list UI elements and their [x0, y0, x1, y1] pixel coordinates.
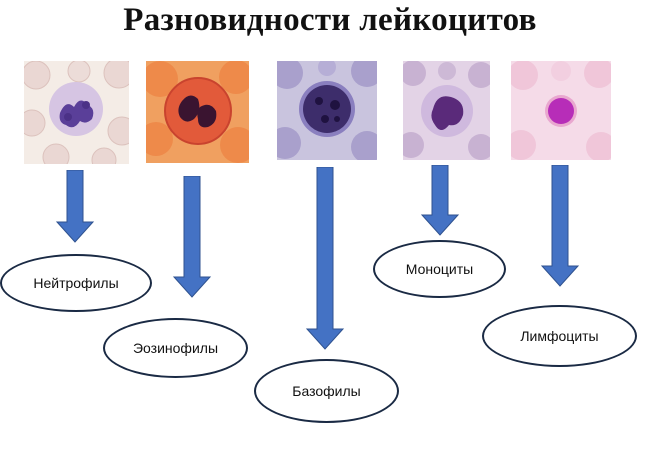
basophil-image: [277, 61, 377, 160]
eosinophil-image: [146, 61, 249, 163]
arrow-down-icon: [55, 170, 95, 243]
arrow-down-icon: [420, 165, 460, 236]
lymphocyte-image: [511, 61, 611, 160]
eosinophils-label: Эозинофилы: [103, 318, 248, 378]
diagram-title: Разновидности лейкоцитов: [123, 2, 537, 38]
arrow-down-icon: [305, 167, 345, 350]
basophils-label: Базофилы: [254, 359, 399, 423]
neutrophil-image: [24, 61, 129, 164]
lymphocytes-label: Лимфоциты: [482, 305, 637, 367]
monocytes-label: Моноциты: [373, 240, 506, 298]
arrow-down-icon: [540, 165, 580, 287]
arrow-down-icon: [172, 176, 212, 298]
neutrophils-label: Нейтрофилы: [0, 254, 152, 312]
monocyte-image: [403, 61, 490, 160]
